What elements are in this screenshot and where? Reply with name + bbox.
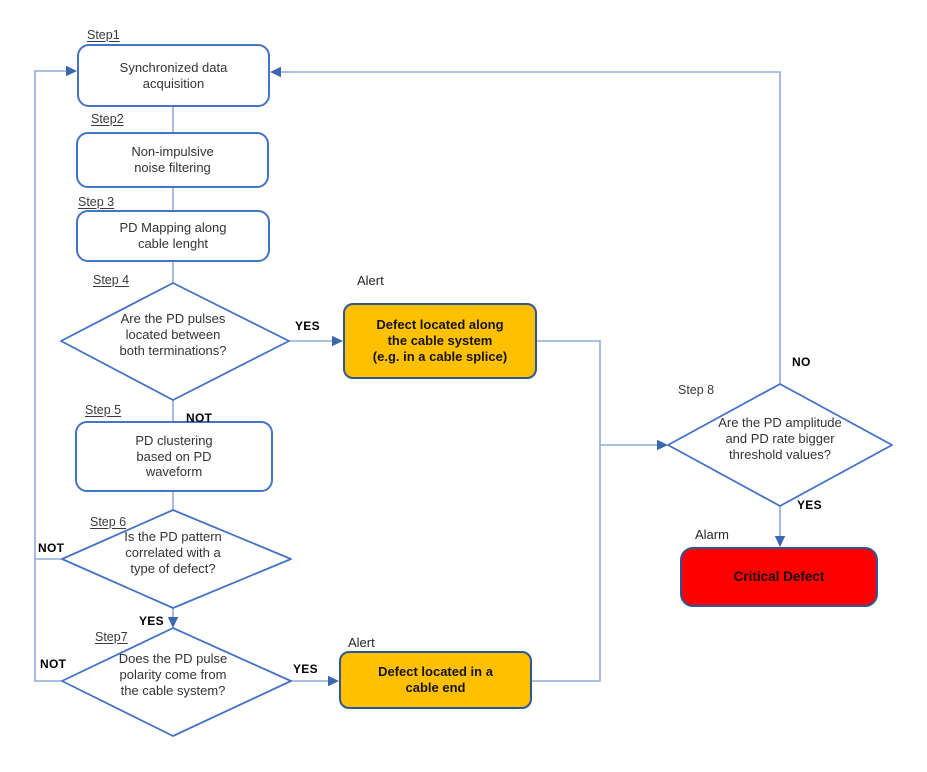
step8-decision-diamond bbox=[667, 383, 893, 507]
arrowhead-into-alarm bbox=[774, 536, 786, 547]
step3-label: Step 3 bbox=[78, 195, 115, 209]
step1-process-box: Synchronized data acquisition bbox=[77, 44, 270, 107]
step8-decision-text: Are the PD amplitude and PD rate bigger … bbox=[718, 415, 842, 462]
alert1-defect-box: Defect located along the cable system (e… bbox=[343, 303, 537, 379]
alert1-label: Alert bbox=[357, 273, 384, 288]
step6-yes-edge-label: YES bbox=[139, 614, 164, 628]
step4-not-edge-label: NOT bbox=[186, 411, 213, 425]
alert2-label: Alert bbox=[348, 635, 375, 650]
arrowhead-into-alert2 bbox=[328, 675, 339, 687]
arrowhead-into-step8 bbox=[657, 439, 668, 451]
step6-label: Step 6 bbox=[90, 515, 127, 529]
step2-process-box: Non-impulsive noise filtering bbox=[76, 132, 269, 188]
step2-label: Step2 bbox=[91, 112, 124, 126]
step8-no-edge-label: NO bbox=[792, 355, 811, 369]
step4-decision-diamond bbox=[60, 282, 290, 401]
step3-process-box: PD Mapping along cable lenght bbox=[76, 210, 270, 262]
alarm-label: Alarm bbox=[695, 527, 729, 542]
step5-label: Step 5 bbox=[85, 403, 122, 417]
step7-decision-text: Does the PD pulse polarity come from the… bbox=[118, 651, 228, 698]
step4-label: Step 4 bbox=[93, 273, 130, 287]
step8-yes-edge-label: YES bbox=[797, 498, 822, 512]
step6-decision-diamond bbox=[61, 509, 292, 609]
step7-decision-diamond bbox=[61, 627, 292, 737]
arrowhead-into-alert1 bbox=[332, 335, 343, 347]
edge-alerts-junction bbox=[532, 340, 601, 682]
arrowhead-into-step1-right bbox=[270, 66, 281, 78]
arrowhead-into-step7 bbox=[167, 617, 179, 628]
step6-not-edge-label: NOT bbox=[38, 541, 65, 555]
arrowhead-into-step1-left bbox=[66, 65, 77, 77]
step4-decision-text: Are the PD pulses located between both t… bbox=[119, 311, 227, 358]
step6-decision-text: Is the PD pattern correlated with a type… bbox=[124, 529, 222, 576]
alarm-critical-defect-box: Critical Defect bbox=[680, 547, 878, 607]
edge-step7-step1-not bbox=[34, 70, 70, 682]
alert2-defect-box: Defect located in a cable end bbox=[339, 651, 532, 709]
step1-label: Step1 bbox=[87, 28, 120, 42]
step8-label: Step 8 bbox=[678, 383, 715, 397]
edge-step8-step1-no bbox=[277, 71, 781, 384]
step5-process-box: PD clustering based on PD waveform bbox=[75, 421, 273, 492]
step7-label: Step7 bbox=[95, 630, 128, 644]
step4-yes-edge-label: YES bbox=[295, 319, 320, 333]
step7-yes-edge-label: YES bbox=[293, 662, 318, 676]
step7-not-edge-label: NOT bbox=[40, 657, 67, 671]
